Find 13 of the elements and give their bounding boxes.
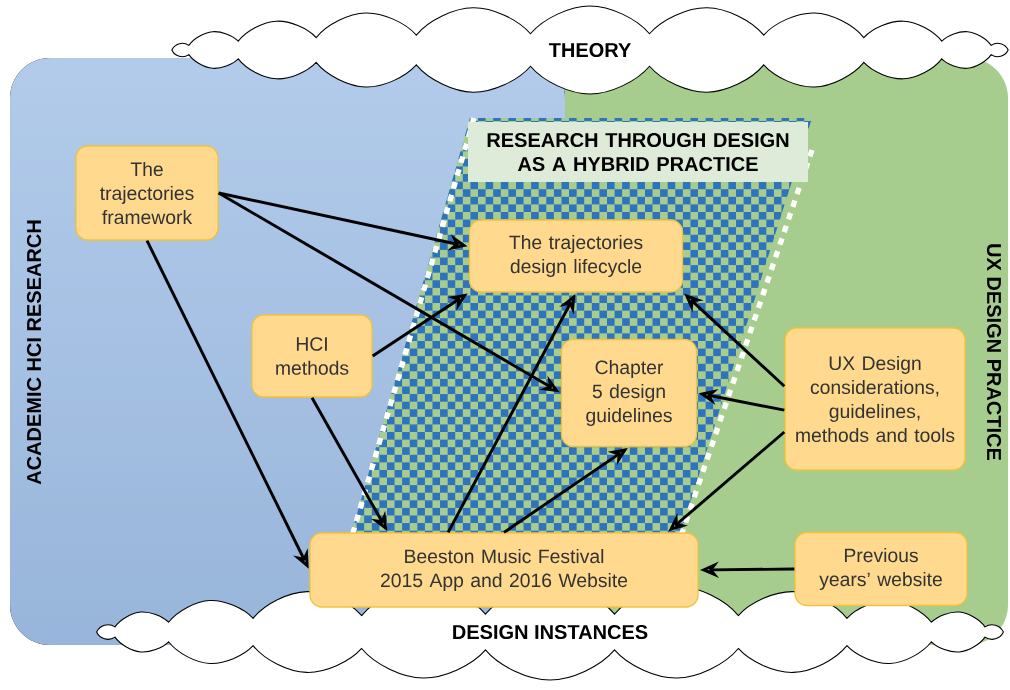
title-banner: RESEARCH THROUGH DESIGN AS A HYBRID PRACTICE <box>468 122 808 182</box>
text-box: The trajectories framework <box>75 145 219 241</box>
band-label: ACADEMIC HCI RESEARCH <box>26 220 42 485</box>
text-box: The trajectories design lifecycle <box>468 219 684 293</box>
cloud: THEORY <box>171 5 1009 95</box>
node-label: DESIGN INSTANCES <box>453 624 648 640</box>
text-box: UX Design considerations, guidelines, methods and tools <box>784 327 966 471</box>
text-box: Beeston Music Festival 2015 App and 2016 Website <box>309 532 699 608</box>
text-box: Previous years’ website <box>794 531 968 607</box>
band-label: UX DESIGN PRACTICE <box>986 244 1002 461</box>
text-box: Chapter 5 design guidelines <box>560 338 698 448</box>
node-label: THEORY <box>548 42 631 58</box>
text-box: HCI methods <box>251 314 373 398</box>
